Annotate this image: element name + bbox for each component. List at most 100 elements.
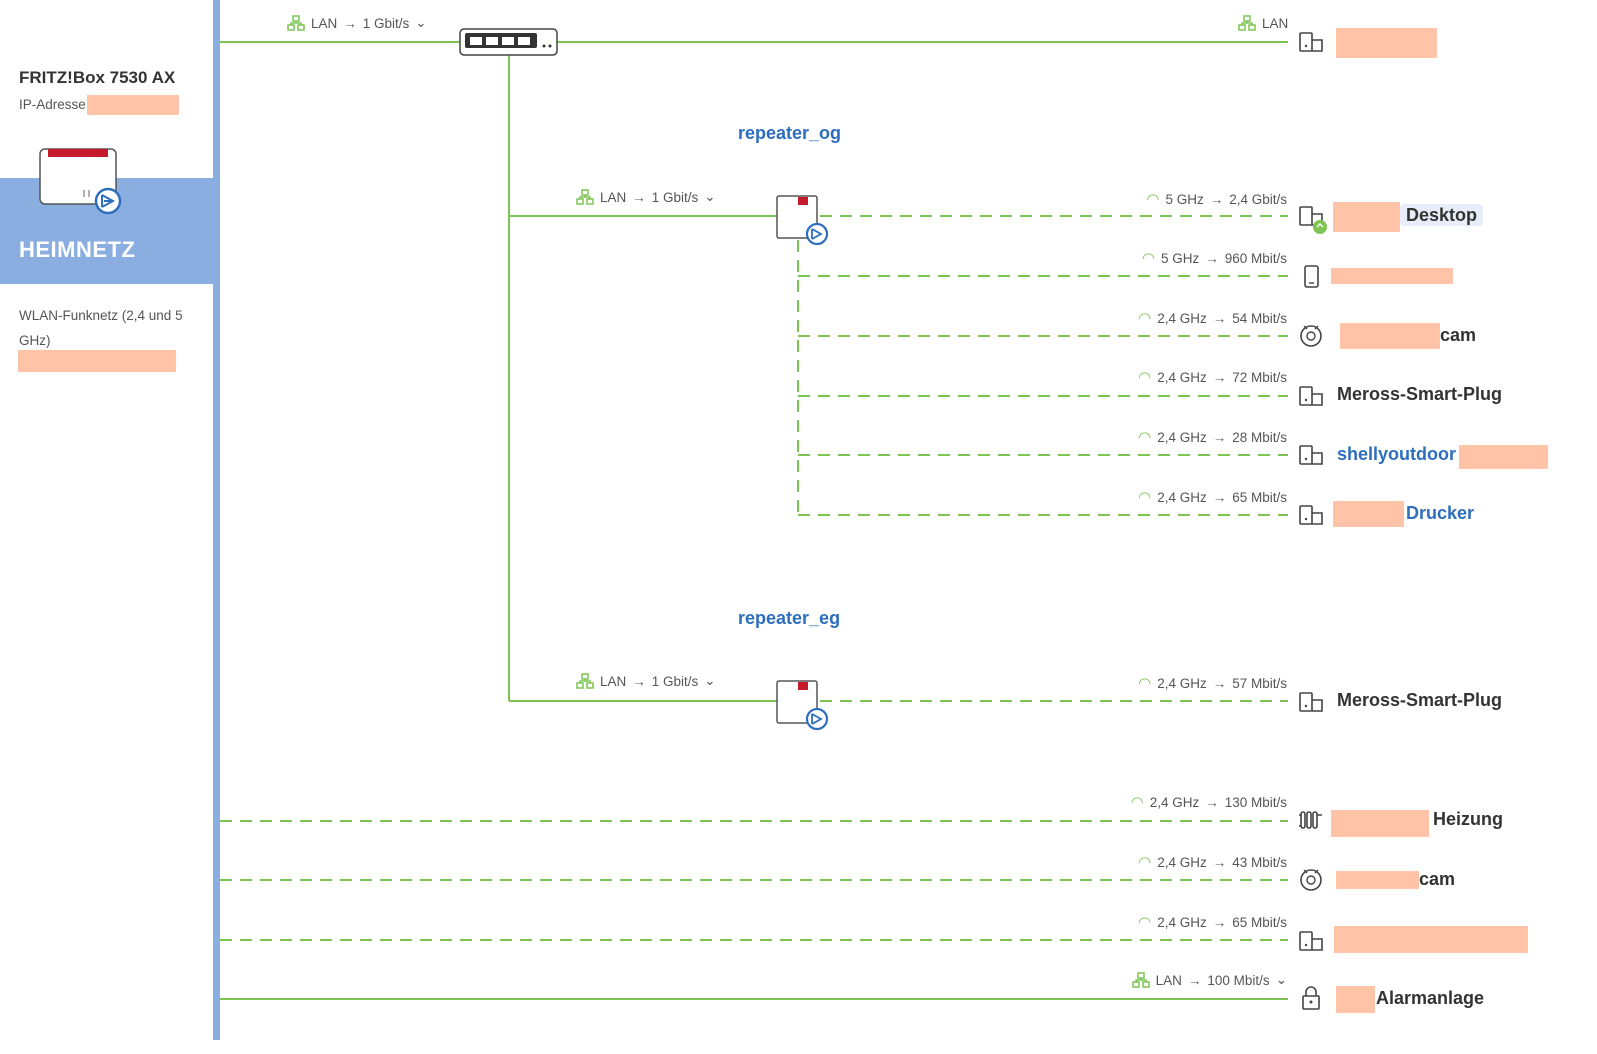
link-type: LAN — [600, 673, 627, 689]
repeater-eg-link-label[interactable]: LAN → 1 Gbit/s ⌄ — [576, 673, 716, 689]
arrow-icon: → — [1212, 429, 1227, 445]
arrow-icon: → — [632, 673, 646, 689]
device-icon[interactable] — [1298, 444, 1326, 468]
device-name-meross-eg[interactable]: Meross-Smart-Plug — [1337, 690, 1503, 710]
wifi-icon: ◠ — [1138, 369, 1152, 386]
device-icon[interactable] — [1298, 31, 1326, 55]
repeater-og-title[interactable]: repeater_og — [738, 123, 842, 143]
repeater-og-icon[interactable] — [775, 194, 833, 246]
main-device-4-link[interactable]: LAN → 100 Mbit/s ⌄ — [1131, 972, 1287, 988]
switch-icon — [459, 28, 558, 56]
link-type: LAN — [600, 189, 627, 205]
device-name-shelly[interactable]: shellyoutdoor — [1337, 444, 1457, 464]
device-name-heizung[interactable]: Heizung — [1433, 809, 1503, 829]
device-icon[interactable] — [1298, 504, 1326, 528]
wifi-icon: ◠ — [1146, 191, 1160, 208]
wifi-icon: ◠ — [1138, 310, 1152, 327]
device-name-meross-og[interactable]: Meross-Smart-Plug — [1337, 384, 1503, 404]
chevron-down-icon[interactable]: ⌄ — [1275, 972, 1287, 987]
chevron-down-icon[interactable]: ⌄ — [415, 15, 427, 30]
redacted-device-name — [1459, 445, 1548, 469]
main-device-3-link: ◠ 2,4 GHz→65 Mbit/s — [1138, 913, 1287, 931]
lan-icon — [1238, 15, 1256, 31]
lock-icon[interactable] — [1300, 986, 1324, 1012]
lan-icon — [576, 189, 594, 205]
link-type: LAN — [1262, 15, 1289, 31]
wlan-label: WLAN-Funknetz (2,4 und 5 GHz) — [19, 308, 183, 348]
wifi-band: 2,4 GHz — [1157, 675, 1207, 691]
arrow-icon: → — [1212, 369, 1227, 385]
og-device-1-link: ◠ 5 GHz→2,4 Gbit/s — [1146, 190, 1287, 208]
arrow-icon: → — [1187, 972, 1202, 988]
arrow-icon: → — [1205, 794, 1219, 810]
wifi-speed: 72 Mbit/s — [1232, 369, 1287, 385]
lan-icon — [576, 673, 594, 689]
arrow-icon: → — [1205, 250, 1219, 266]
wifi-speed: 57 Mbit/s — [1232, 675, 1287, 691]
redacted-device-name — [1333, 202, 1400, 232]
wifi-speed: 65 Mbit/s — [1232, 914, 1287, 930]
wlan-card[interactable] — [0, 284, 213, 1040]
device-icon[interactable] — [1298, 385, 1326, 409]
og-device-5-link: ◠ 2,4 GHz→28 Mbit/s — [1138, 428, 1287, 446]
redacted-device-name — [1331, 810, 1429, 837]
og-device-2-link: ◠ 5 GHz→960 Mbit/s — [1142, 249, 1287, 267]
wifi-band: 2,4 GHz — [1157, 310, 1207, 326]
device-name-cam-main[interactable]: cam — [1419, 869, 1456, 889]
fritzbox-router-icon — [39, 148, 122, 215]
og-device-6-link: ◠ 2,4 GHz→65 Mbit/s — [1138, 488, 1287, 506]
og-device-3-link: ◠ 2,4 GHz → 54 Mbit/s — [1138, 309, 1287, 327]
wifi-icon: ◠ — [1130, 794, 1144, 811]
arrow-icon: → — [1212, 675, 1227, 691]
fritzbox-title: FRITZ!Box 7530 AX — [19, 68, 176, 87]
arrow-icon: → — [1212, 489, 1227, 505]
top-right-link-label: LAN — [1238, 15, 1288, 31]
arrow-icon: → — [1209, 191, 1224, 207]
wifi-icon: ◠ — [1138, 675, 1152, 692]
main-device-1-link: ◠ 2,4 GHz → 130 Mbit/s — [1131, 793, 1287, 811]
wifi-band: 2,4 GHz — [1157, 429, 1207, 445]
device-name-drucker[interactable]: Drucker — [1406, 503, 1475, 523]
ip-address-label: IP-Adresse: — [19, 97, 90, 112]
arrow-icon: → — [632, 189, 646, 205]
redacted-device-name — [1340, 323, 1440, 349]
wifi-band: 5 GHz — [1160, 250, 1200, 266]
wifi-icon: ◠ — [1138, 854, 1152, 871]
phone-icon[interactable] — [1302, 264, 1322, 290]
desktop-wifi-icon[interactable] — [1298, 205, 1332, 235]
radiator-icon[interactable] — [1298, 809, 1326, 833]
wifi-band: 2,4 GHz — [1157, 914, 1207, 930]
device-name-alarmanlage[interactable]: Alarmanlage — [1376, 988, 1485, 1008]
device-name-cam[interactable]: cam — [1440, 325, 1477, 345]
camera-icon[interactable] — [1298, 323, 1326, 349]
arrow-icon: → — [1212, 310, 1227, 326]
top-link-label[interactable]: LAN → 1 Gbit/s ⌄ — [287, 15, 427, 31]
wifi-speed: 130 Mbit/s — [1224, 794, 1287, 810]
main-device-2-link: ◠ 2,4 GHz→43 Mbit/s — [1138, 853, 1287, 871]
device-icon[interactable] — [1298, 930, 1326, 954]
chevron-down-icon[interactable]: ⌄ — [704, 189, 716, 204]
link-speed: 100 Mbit/s — [1207, 972, 1270, 988]
redacted-device-name — [1331, 268, 1453, 284]
arrow-icon: → — [1212, 914, 1227, 930]
camera-icon[interactable] — [1298, 867, 1326, 893]
wifi-band: 2,4 GHz — [1157, 854, 1207, 870]
chevron-down-icon[interactable]: ⌄ — [704, 673, 716, 688]
wifi-speed: 2,4 Gbit/s — [1229, 191, 1287, 207]
device-name-desktop[interactable]: Desktop — [1400, 204, 1484, 226]
link-type: LAN — [1155, 972, 1182, 988]
redacted-device-name — [1336, 871, 1419, 889]
redacted-device-name — [1336, 28, 1437, 58]
redacted-device-name — [1336, 986, 1375, 1013]
device-icon[interactable] — [1298, 691, 1326, 715]
repeater-eg-icon[interactable] — [775, 679, 833, 731]
repeater-og-link-label[interactable]: LAN → 1 Gbit/s ⌄ — [576, 189, 716, 205]
lan-icon — [1131, 972, 1150, 988]
repeater-eg-title[interactable]: repeater_eg — [738, 608, 841, 628]
wifi-band: 2,4 GHz — [1149, 794, 1200, 810]
link-speed: 1 Gbit/s — [362, 15, 410, 31]
wifi-icon: ◠ — [1138, 489, 1152, 506]
wifi-speed: 54 Mbit/s — [1232, 310, 1287, 326]
arrow-icon: → — [343, 15, 357, 31]
